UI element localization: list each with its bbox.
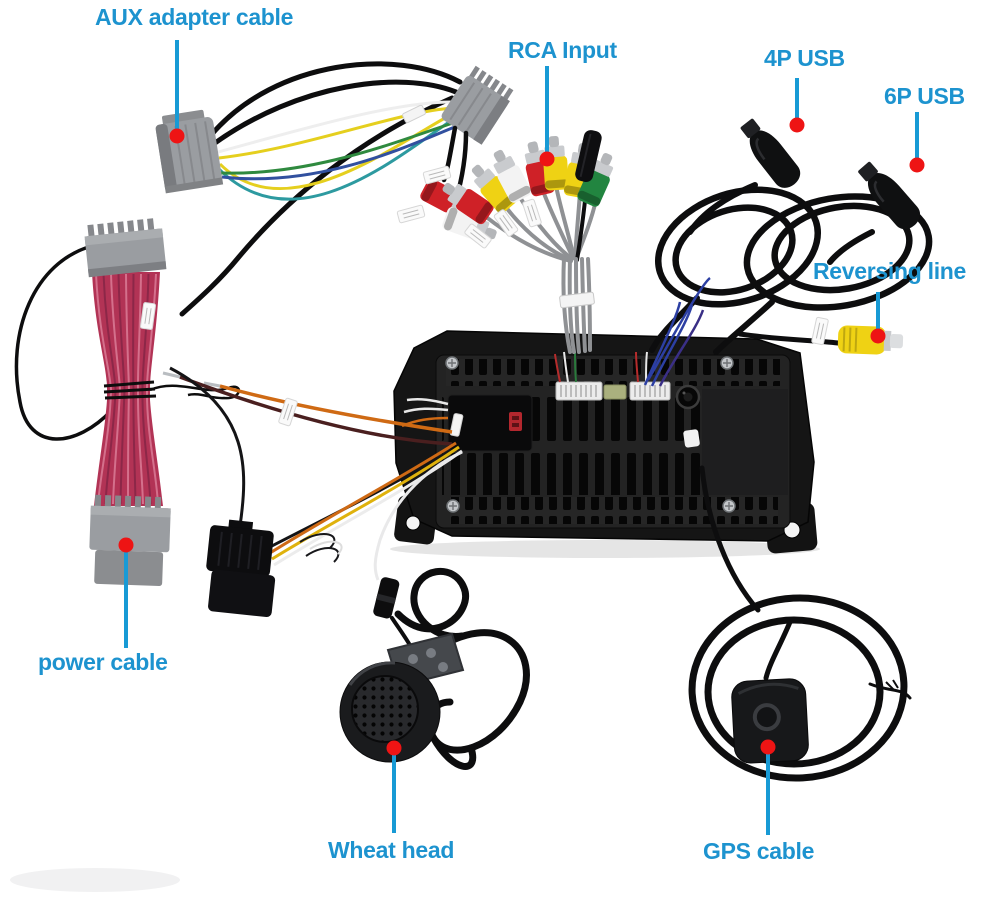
aux-adapter-cable bbox=[155, 61, 514, 317]
label-reversing-line: Reversing line bbox=[813, 258, 967, 284]
label-usb-4p: 4P USB bbox=[764, 45, 845, 71]
rca-bundle-to-unit bbox=[561, 256, 592, 354]
maroon-wire bbox=[179, 375, 453, 446]
flat-panel-right bbox=[702, 389, 788, 495]
marker-power bbox=[118, 537, 134, 553]
callout-pointers bbox=[118, 40, 925, 835]
panel-sticker bbox=[683, 429, 700, 448]
marker-reversing bbox=[870, 328, 886, 344]
label-rca-input: RCA Input bbox=[508, 37, 617, 63]
head-unit bbox=[393, 330, 818, 554]
gps-logo-ring bbox=[752, 703, 781, 732]
bundle-zip-tie bbox=[559, 291, 595, 309]
module-zip-tie bbox=[449, 413, 464, 437]
frayed-end bbox=[868, 682, 912, 700]
speaker-grille bbox=[351, 675, 419, 743]
panel-screws bbox=[445, 356, 736, 513]
gps-puck bbox=[731, 678, 809, 764]
usb-6p-cable bbox=[713, 155, 933, 355]
marker-wheat bbox=[386, 740, 402, 756]
red-connector bbox=[509, 412, 522, 431]
marker-gps bbox=[760, 739, 776, 755]
power-cable bbox=[14, 218, 240, 587]
black-loop-wire bbox=[14, 244, 114, 441]
label-aux-adapter-cable: AUX adapter cable bbox=[95, 4, 294, 30]
floor-shadow bbox=[10, 868, 180, 892]
black-wire bbox=[169, 366, 246, 527]
head-unit-shadow bbox=[390, 540, 820, 558]
cable-tag bbox=[521, 198, 543, 228]
harness-wires bbox=[162, 366, 453, 527]
aux-connector-right bbox=[441, 65, 514, 145]
marker-rca bbox=[539, 151, 555, 167]
pin-connectors bbox=[554, 351, 671, 401]
marker-usb6 bbox=[909, 157, 925, 173]
blue-wires bbox=[643, 276, 711, 387]
green-connector bbox=[603, 384, 627, 400]
label-usb-6p: 6P USB bbox=[884, 83, 965, 109]
antenna-jack bbox=[675, 384, 701, 410]
rca-input-cluster bbox=[396, 130, 620, 354]
left-module bbox=[401, 394, 533, 452]
aux-zip-tie bbox=[402, 104, 426, 124]
reversing-rca-yellow bbox=[837, 325, 904, 355]
marker-aux bbox=[169, 128, 185, 144]
aux-connector-left bbox=[155, 109, 224, 194]
cable-tag bbox=[422, 165, 452, 185]
white-lead-wire bbox=[373, 450, 463, 581]
cable-tag bbox=[396, 204, 426, 224]
usb-4p-cable bbox=[649, 113, 822, 353]
inline-connector bbox=[373, 577, 400, 619]
power-connector-bottom bbox=[89, 494, 171, 587]
gps-antenna bbox=[688, 465, 912, 782]
label-wheat-head: Wheat head bbox=[328, 837, 455, 863]
ear-hole-left bbox=[405, 515, 421, 531]
label-power-cable: power cable bbox=[38, 649, 168, 675]
power-connector-top bbox=[84, 218, 167, 278]
label-gps-cable: GPS cable bbox=[703, 838, 815, 864]
black-plug bbox=[575, 130, 602, 183]
iso-connector bbox=[206, 441, 463, 618]
bottom-vent-row bbox=[450, 497, 778, 524]
wheat-head-speaker bbox=[339, 450, 530, 770]
orange-wire bbox=[219, 384, 453, 434]
marker-usb4 bbox=[789, 117, 805, 133]
